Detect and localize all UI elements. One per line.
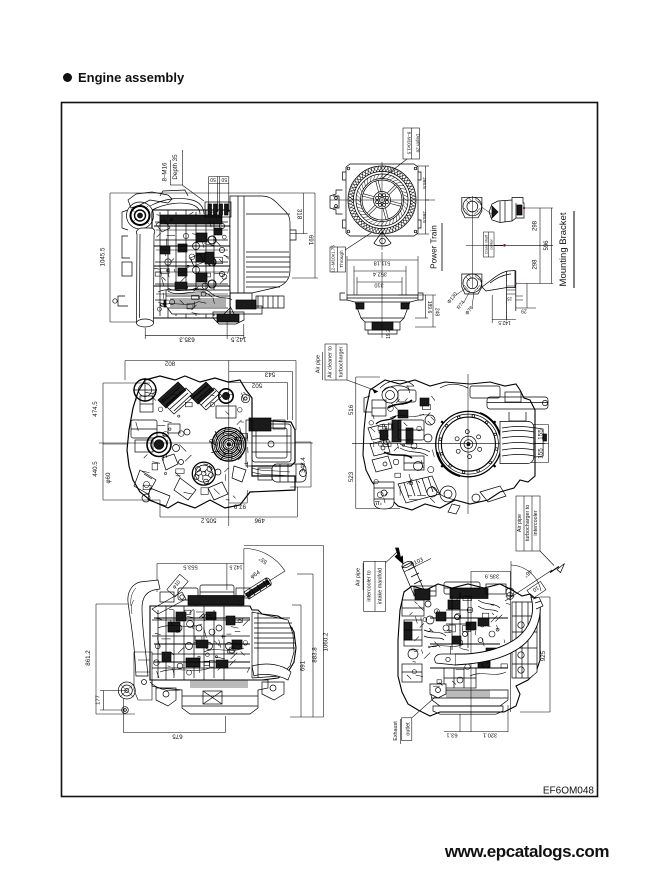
svg-text:50: 50 bbox=[221, 176, 227, 182]
svg-text:outlet: outlet bbox=[405, 722, 411, 736]
svg-text:29: 29 bbox=[521, 308, 527, 314]
svg-text:142.5: 142.5 bbox=[498, 319, 511, 325]
svg-text:Depth 20: Depth 20 bbox=[416, 134, 421, 153]
svg-text:φ10: φ10 bbox=[171, 579, 182, 590]
svg-text:center: center bbox=[489, 238, 493, 249]
svg-text:1045.5: 1045.5 bbox=[100, 247, 107, 266]
svg-text:505.2: 505.2 bbox=[200, 517, 216, 524]
svg-text:189.6: 189.6 bbox=[426, 301, 432, 314]
svg-text:turbocharger: turbocharger bbox=[339, 347, 345, 378]
svg-text:intercooler to: intercooler to bbox=[367, 570, 373, 601]
svg-text:496: 496 bbox=[254, 517, 265, 524]
svg-text:Depth 35: Depth 35 bbox=[172, 154, 179, 180]
svg-text:553.5: 553.5 bbox=[183, 564, 198, 570]
svg-text:861.2: 861.2 bbox=[85, 650, 92, 666]
svg-text:177: 177 bbox=[96, 695, 102, 705]
svg-text:8–M16: 8–M16 bbox=[161, 162, 168, 181]
svg-text:Crank shaft: Crank shaft bbox=[484, 234, 488, 254]
svg-text:155: 155 bbox=[538, 429, 545, 440]
svg-text:Engine assembly: Engine assembly bbox=[78, 70, 185, 85]
svg-text:46°: 46° bbox=[522, 568, 533, 578]
svg-text:turbocharger to: turbocharger to bbox=[525, 505, 531, 542]
svg-text:502: 502 bbox=[251, 382, 262, 389]
svg-text:50: 50 bbox=[210, 176, 216, 182]
svg-text:Φ130: Φ130 bbox=[446, 291, 459, 305]
svg-text:Air pipe: Air pipe bbox=[356, 568, 362, 586]
svg-text:10: 10 bbox=[531, 584, 540, 592]
svg-text:12–M10x1.75: 12–M10x1.75 bbox=[331, 245, 336, 273]
svg-text:R74: R74 bbox=[456, 300, 467, 311]
svg-text:675: 675 bbox=[172, 733, 183, 740]
svg-text:Exhaust: Exhaust bbox=[393, 721, 399, 741]
svg-text:Power Train: Power Train bbox=[430, 225, 439, 269]
svg-text:155: 155 bbox=[538, 448, 545, 459]
svg-text:63.1: 63.1 bbox=[446, 732, 457, 738]
svg-text:142.5: 142.5 bbox=[229, 564, 242, 570]
svg-text:Mounting Bracket: Mounting Bracket bbox=[558, 212, 569, 286]
svg-text:925: 925 bbox=[540, 650, 547, 661]
svg-text:55°: 55° bbox=[258, 555, 269, 565]
svg-text:691: 691 bbox=[300, 660, 307, 671]
svg-text:474.5: 474.5 bbox=[92, 401, 99, 417]
svg-text:1060.2: 1060.2 bbox=[323, 632, 330, 651]
svg-text:www.epcatalogs.com: www.epcatalogs.com bbox=[444, 842, 609, 861]
svg-text:265.5: 265.5 bbox=[422, 211, 427, 223]
svg-text:Φ76: Φ76 bbox=[464, 305, 475, 317]
svg-text:8–M10x1.5: 8–M10x1.5 bbox=[407, 132, 412, 155]
svg-text:97.9: 97.9 bbox=[233, 503, 246, 510]
svg-text:440.5: 440.5 bbox=[92, 461, 99, 477]
svg-text:320.1: 320.1 bbox=[483, 732, 498, 738]
svg-text:intake manifold: intake manifold bbox=[378, 568, 384, 604]
svg-text:318: 318 bbox=[296, 209, 303, 220]
svg-text:Air cleaner to: Air cleaner to bbox=[328, 346, 334, 378]
svg-text:335.9: 335.9 bbox=[485, 573, 500, 579]
svg-text:352.4: 352.4 bbox=[373, 271, 387, 277]
svg-text:φ64: φ64 bbox=[250, 569, 262, 580]
svg-text:802: 802 bbox=[164, 360, 175, 367]
svg-text:φ103: φ103 bbox=[410, 557, 425, 568]
svg-text:Air pipe: Air pipe bbox=[316, 355, 322, 373]
svg-text:intercooler: intercooler bbox=[533, 510, 539, 535]
svg-text:265.5: 265.5 bbox=[422, 177, 427, 189]
svg-text:25: 25 bbox=[507, 297, 512, 302]
svg-text:691: 691 bbox=[307, 235, 314, 246]
svg-text:523: 523 bbox=[348, 471, 355, 482]
svg-text:298: 298 bbox=[533, 259, 539, 270]
svg-text:Through: Through bbox=[339, 250, 344, 268]
svg-text:EF6OM048: EF6OM048 bbox=[543, 786, 595, 797]
svg-text:883.8: 883.8 bbox=[312, 647, 319, 663]
svg-text:543: 543 bbox=[264, 371, 275, 378]
svg-text:142.5: 142.5 bbox=[230, 336, 246, 343]
svg-text:248: 248 bbox=[434, 308, 440, 317]
svg-text:596: 596 bbox=[544, 240, 550, 251]
svg-text:635.3: 635.3 bbox=[179, 336, 195, 343]
svg-text:298: 298 bbox=[533, 220, 539, 231]
svg-text:516: 516 bbox=[348, 404, 355, 415]
svg-text:φ60: φ60 bbox=[105, 472, 112, 483]
svg-text:Air pipe: Air pipe bbox=[517, 514, 523, 532]
svg-text:310: 310 bbox=[374, 282, 383, 288]
